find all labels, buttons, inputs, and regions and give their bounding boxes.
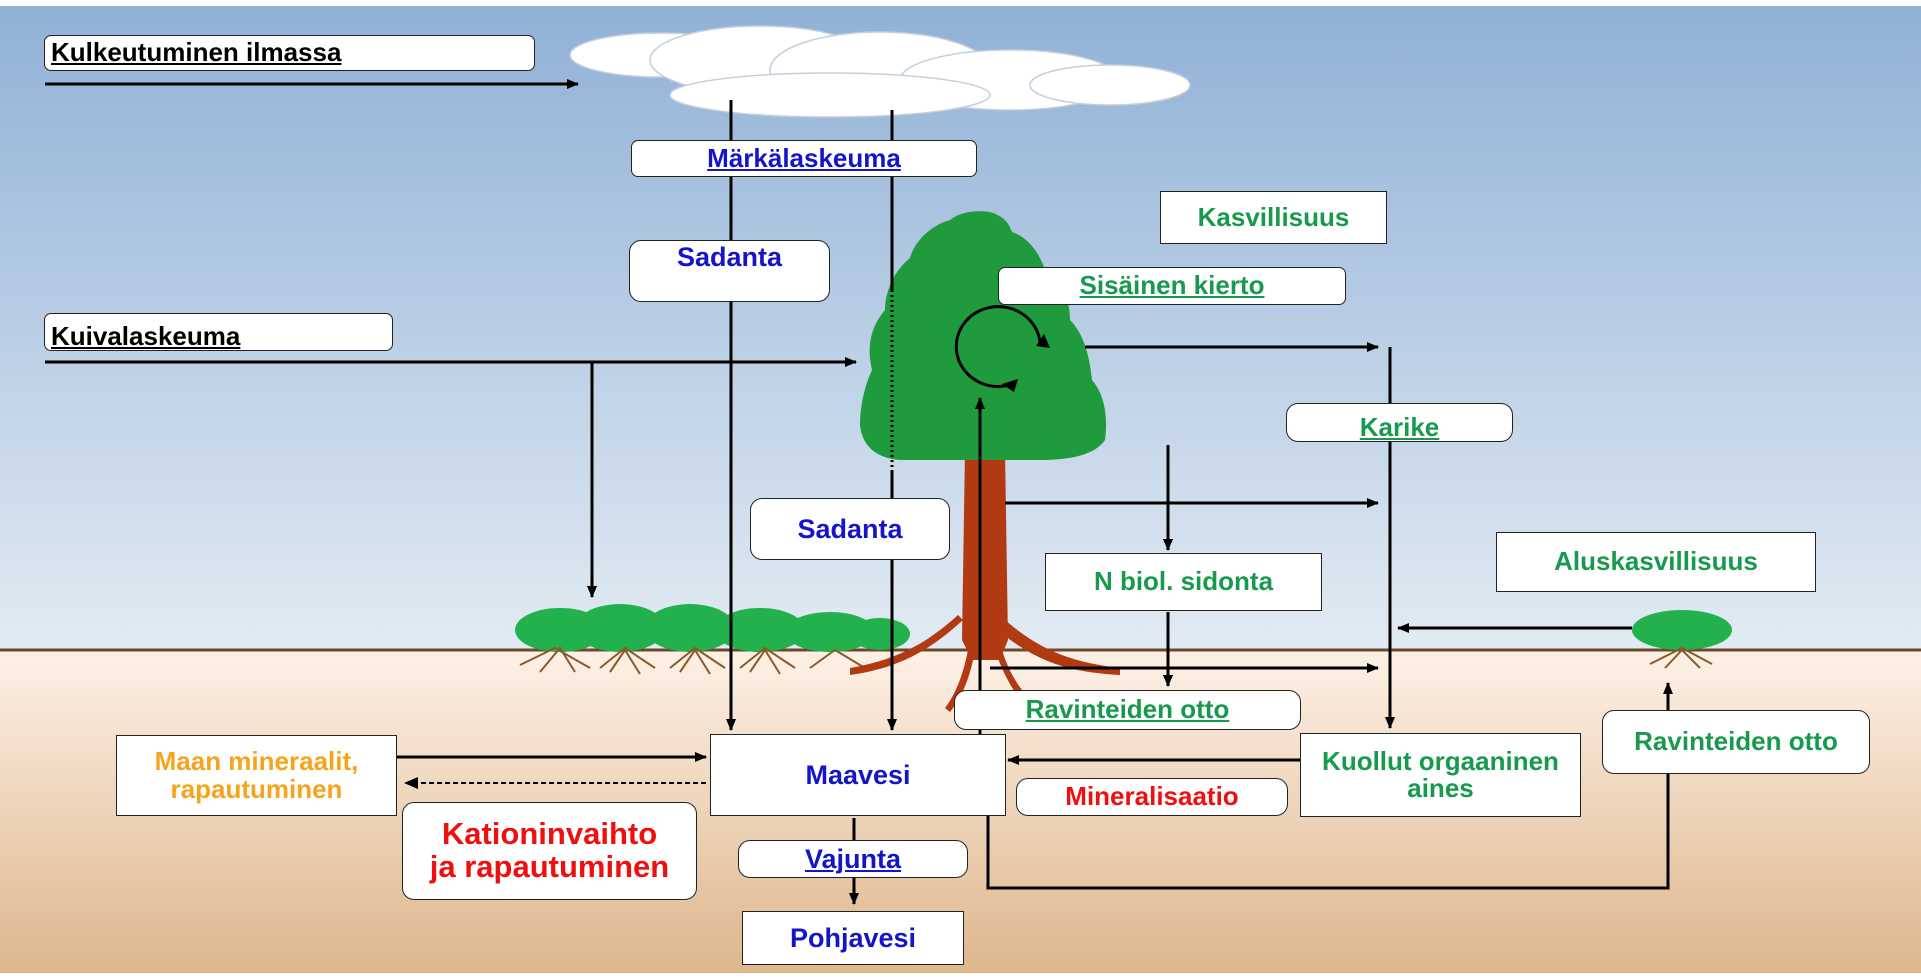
shrub-right	[1632, 610, 1732, 669]
internal-cycle-arrow	[954, 305, 1042, 389]
label-karike: Karike	[1286, 403, 1513, 442]
shrubs-left	[515, 604, 910, 675]
label-kuollut-line2: aines	[1407, 773, 1474, 803]
label-vajunta: Vajunta	[738, 840, 968, 878]
label-pohjavesi: Pohjavesi	[742, 911, 964, 965]
label-kuollut-line1: Kuollut orgaaninen	[1322, 745, 1559, 776]
label-sadanta-2: Sadanta	[750, 498, 950, 560]
label-ravinteiden-otto-1: Ravinteiden otto	[954, 690, 1301, 730]
label-aluskasvillisuus: Aluskasvillisuus	[1496, 532, 1816, 592]
label-kationinvaihto-line1: Kationinvaihto	[441, 816, 658, 852]
label-sadanta-1: Sadanta	[629, 240, 830, 302]
label-kationinvaihto-line2: ja rapautuminen	[429, 849, 670, 884]
label-mineralisaatio: Mineralisaatio	[1016, 778, 1288, 816]
label-kationinvaihto: Kationinvaihto ja rapautuminen	[402, 802, 697, 900]
label-kulkeutuminen-ilmassa: Kulkeutuminen ilmassa	[44, 35, 535, 71]
label-kasvillisuus: Kasvillisuus	[1160, 191, 1387, 244]
label-maan-mineraalit: Maan mineraalit, rapautuminen	[116, 735, 397, 816]
cloud	[569, 25, 1191, 118]
label-sisainen-kierto: Sisäinen kierto	[998, 267, 1346, 305]
label-n-biol-sidonta: N biol. sidonta	[1045, 553, 1322, 611]
label-maavesi: Maavesi	[710, 734, 1006, 816]
label-maan-mineraalit-line1: Maan mineraalit,	[154, 746, 359, 777]
label-maan-mineraalit-line2: rapautuminen	[170, 773, 343, 804]
label-markalaskeuma: Märkälaskeuma	[631, 140, 977, 177]
label-kuollut-orgaaninen-aines: Kuollut orgaaninen aines	[1300, 733, 1581, 817]
label-kuivalaskeuma: Kuivalaskeuma	[44, 313, 393, 351]
label-ravinteiden-otto-2: Ravinteiden otto	[1602, 710, 1870, 774]
